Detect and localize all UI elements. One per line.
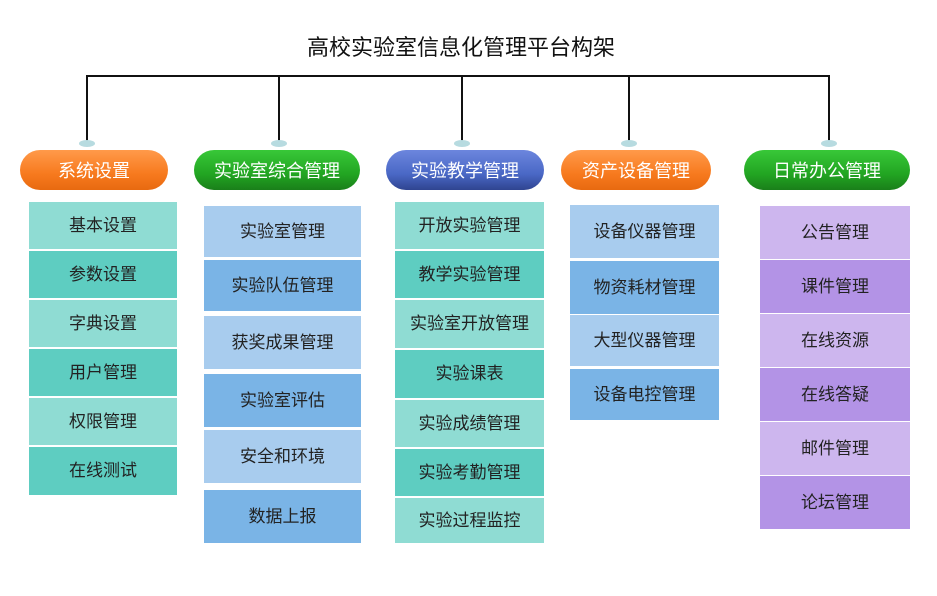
module-item[interactable]: 在线资源 bbox=[760, 313, 910, 367]
connector-line bbox=[461, 75, 463, 143]
connector-line bbox=[828, 75, 830, 143]
connector-dot bbox=[821, 140, 837, 147]
module-header[interactable]: 实验室综合管理 bbox=[194, 150, 360, 190]
module-item[interactable]: 大型仪器管理 bbox=[570, 314, 719, 366]
module-item[interactable]: 物资耗材管理 bbox=[570, 260, 719, 314]
connector-dot bbox=[621, 140, 637, 147]
module-item[interactable]: 参数设置 bbox=[29, 250, 177, 298]
module-header[interactable]: 实验教学管理 bbox=[386, 150, 544, 190]
connector-line bbox=[86, 75, 88, 143]
module-item[interactable]: 数据上报 bbox=[204, 489, 361, 543]
module-item[interactable]: 基本设置 bbox=[29, 201, 177, 249]
module-item[interactable]: 教学实验管理 bbox=[395, 250, 544, 298]
connector-dot bbox=[454, 140, 470, 147]
module-item[interactable]: 设备仪器管理 bbox=[570, 204, 719, 258]
module-item[interactable]: 权限管理 bbox=[29, 397, 177, 445]
module-header[interactable]: 日常办公管理 bbox=[744, 150, 910, 190]
module-item[interactable]: 字典设置 bbox=[29, 299, 177, 347]
module-item[interactable]: 实验考勤管理 bbox=[395, 448, 544, 496]
module-header[interactable]: 系统设置 bbox=[20, 150, 168, 190]
connector-line bbox=[628, 75, 630, 143]
module-item[interactable]: 实验队伍管理 bbox=[204, 259, 361, 311]
connector-dot bbox=[79, 140, 95, 147]
module-item[interactable]: 邮件管理 bbox=[760, 421, 910, 475]
module-item[interactable]: 用户管理 bbox=[29, 348, 177, 396]
module-header[interactable]: 资产设备管理 bbox=[561, 150, 711, 190]
module-item[interactable]: 实验课表 bbox=[395, 349, 544, 398]
diagram-title: 高校实验室信息化管理平台构架 bbox=[306, 36, 615, 61]
module-item[interactable]: 开放实验管理 bbox=[395, 201, 544, 249]
module-item[interactable]: 实验室开放管理 bbox=[395, 299, 544, 348]
connector-line bbox=[278, 75, 280, 143]
module-item[interactable]: 实验室管理 bbox=[204, 205, 361, 257]
module-item[interactable]: 设备电控管理 bbox=[570, 368, 719, 420]
connector-line bbox=[86, 75, 829, 77]
module-item[interactable]: 实验过程监控 bbox=[395, 497, 544, 543]
module-item[interactable]: 获奖成果管理 bbox=[204, 315, 361, 369]
module-item[interactable]: 论坛管理 bbox=[760, 475, 910, 529]
module-item[interactable]: 在线测试 bbox=[29, 446, 177, 495]
module-item[interactable]: 在线答疑 bbox=[760, 367, 910, 421]
module-item[interactable]: 实验成绩管理 bbox=[395, 399, 544, 447]
module-item[interactable]: 安全和环境 bbox=[204, 429, 361, 483]
module-item[interactable]: 实验室评估 bbox=[204, 373, 361, 427]
connector-dot bbox=[271, 140, 287, 147]
module-item[interactable]: 课件管理 bbox=[760, 259, 910, 313]
module-item[interactable]: 公告管理 bbox=[760, 205, 910, 259]
